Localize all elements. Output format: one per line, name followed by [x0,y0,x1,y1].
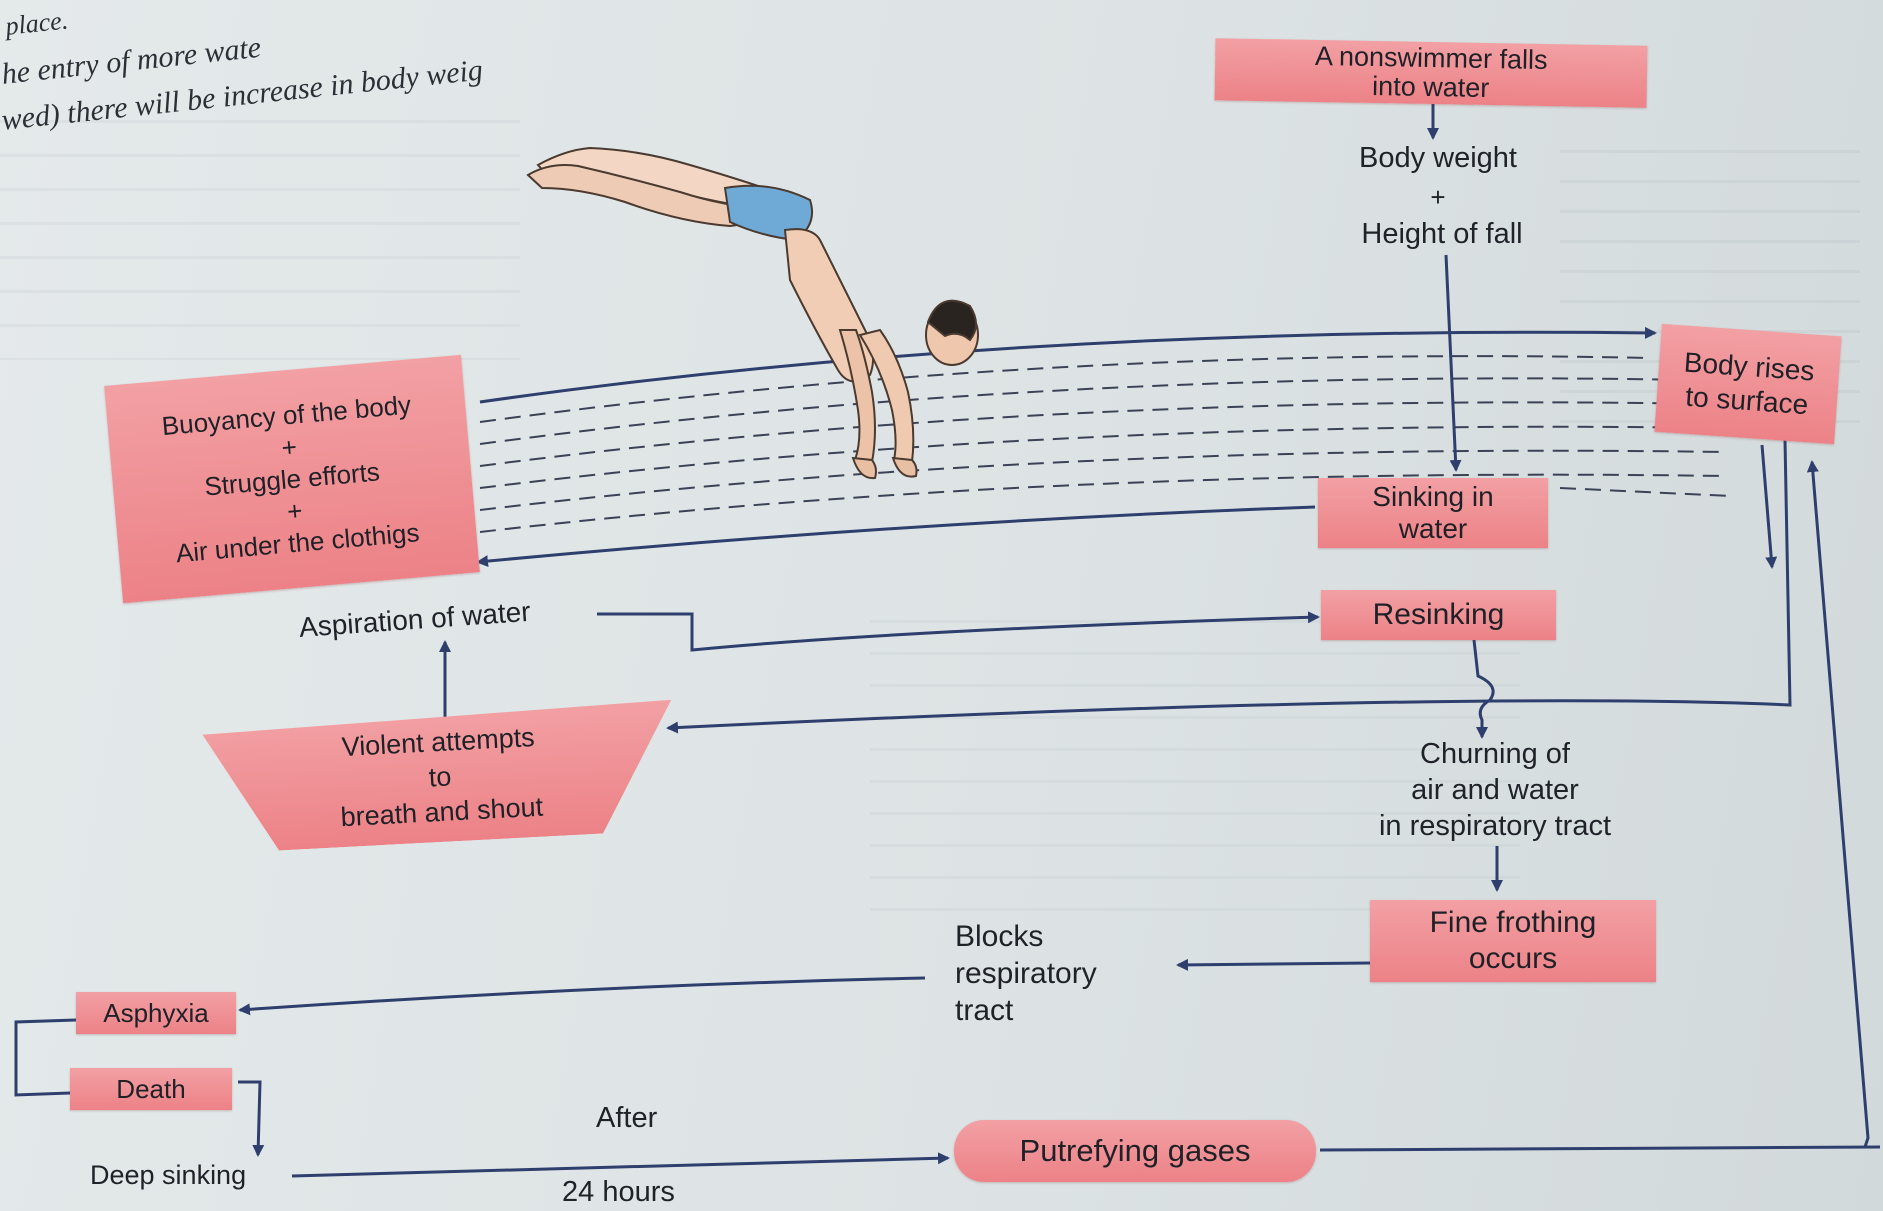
label-after: After [596,1102,657,1135]
arrow-aspiration-to-resinking [597,614,1318,650]
node-resinking-text: Resinking [1373,598,1505,632]
node-violent-text: Violent attempts to breath and shout [336,719,544,834]
arrow-rises-down [1762,445,1772,567]
arrow-frothing-to-blocks [1178,963,1370,965]
label-height-of-fall: Height of fall [1326,218,1558,251]
node-buoyancy: Buoyancy of the body + Struggle efforts … [104,355,480,603]
label-deep-sinking: Deep sinking [90,1160,246,1191]
arrow-fall-to-sinking [1446,255,1456,470]
node-death-text: Death [116,1074,185,1105]
node-asphyxia-text: Asphyxia [103,998,209,1029]
node-sinking-text: Sinking in water [1372,481,1493,545]
label-plus: + [1428,182,1448,213]
node-putrefying-gases: Putrefying gases [954,1120,1316,1182]
diver-illustration [520,130,980,490]
node-putrefying-text: Putrefying gases [1020,1133,1251,1169]
node-asphyxia: Asphyxia [76,992,236,1034]
arrow-blocks-to-asphyxia [240,978,925,1010]
node-body-rises: Body rises to surface [1654,324,1841,444]
node-body-rises-text: Body rises to surface [1680,346,1815,423]
arrow-death-to-deep-sinking [238,1082,260,1155]
arrow-sinking-to-buoyancy [478,507,1315,562]
label-churning: Churning of air and water in respiratory… [1300,736,1690,844]
arrow-resinking-to-churning [1474,640,1493,737]
node-nonswimmer-falls: A nonswimmer falls into water [1214,38,1647,108]
node-sinking-in-water: Sinking in water [1318,478,1548,548]
label-24-hours: 24 hours [562,1176,675,1209]
node-fine-frothing: Fine frothing occurs [1370,900,1656,982]
node-resinking: Resinking [1321,590,1556,640]
node-nonswimmer-falls-text: A nonswimmer falls into water [1314,42,1548,104]
node-death: Death [70,1068,232,1110]
label-body-weight: Body weight [1322,142,1554,175]
bracket-asphyxia-death [16,1020,76,1095]
arrow-to-putrefying [292,1158,948,1176]
node-buoyancy-text: Buoyancy of the body + Struggle efforts … [160,388,423,569]
node-fine-frothing-text: Fine frothing occurs [1430,905,1597,977]
label-blocks-respiratory-tract: Blocks respiratory tract [955,918,1097,1029]
